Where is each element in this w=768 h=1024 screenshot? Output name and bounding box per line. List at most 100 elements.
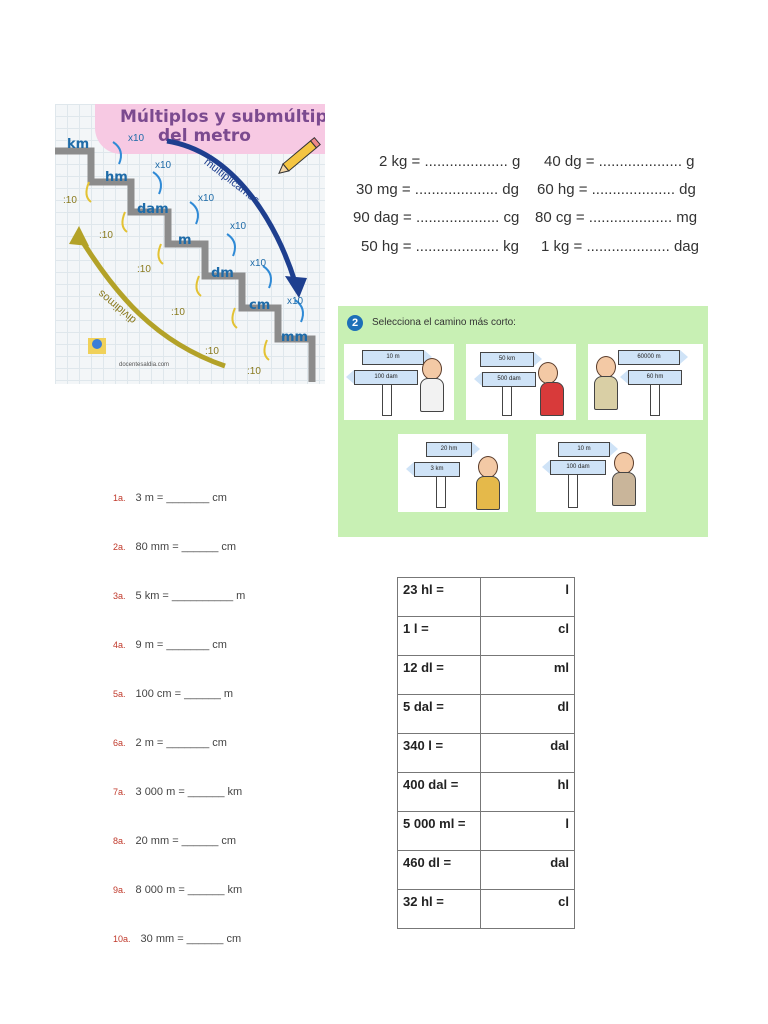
road-sign-card[interactable]: 10 m 100 dam	[344, 344, 454, 420]
unit-cm: cm	[249, 298, 271, 313]
sign-left: 60 hm	[620, 370, 682, 385]
sign-left: 100 dam	[542, 460, 606, 475]
pencil-icon	[278, 136, 321, 174]
character-body	[420, 378, 444, 412]
multiply-label: x10	[250, 258, 267, 269]
table-cell-right[interactable]: dl	[480, 694, 575, 734]
table-cell-right[interactable]: cl	[480, 889, 575, 929]
capacity-conversion-table: 23 hl =l 1 l =cl 12 dl =ml 5 dal =dl 340…	[397, 577, 575, 929]
sign-right: 60000 m	[618, 350, 688, 365]
multiply-label: x10	[230, 221, 247, 232]
exercise-number: 2	[347, 315, 363, 331]
multiply-label: x10	[287, 296, 304, 307]
mass-exercise: 2 kg = .................... g	[379, 153, 521, 170]
credit-text: docentesaldia.com	[119, 362, 170, 368]
table-cell-right[interactable]: dal	[480, 733, 575, 773]
table-cell-right[interactable]: l	[480, 811, 575, 851]
mass-exercise: 60 hg = .................... dg	[537, 181, 696, 198]
road-sign-card[interactable]: 20 hm 3 km	[398, 434, 508, 512]
sign-left: 100 dam	[346, 370, 418, 385]
unit-km: km	[67, 137, 90, 152]
length-exercise: 3a.5 km = __________ m	[113, 590, 246, 602]
road-sign-card[interactable]: 60000 m 60 hm	[588, 344, 703, 420]
length-exercise: 4a.9 m = _______ cm	[113, 639, 227, 651]
mass-exercise: 90 dag = .................... cg	[353, 209, 520, 226]
multiply-label: x10	[155, 160, 172, 171]
unit-dam: dam	[137, 202, 169, 217]
table-cell-left: 32 hl =	[397, 889, 481, 929]
length-exercise: 8a.20 mm = ______ cm	[113, 835, 237, 847]
divide-label: :10	[99, 230, 113, 241]
road-sign-card[interactable]: 50 km 500 dam	[466, 344, 576, 420]
table-cell-right[interactable]: l	[480, 577, 575, 617]
character-head	[478, 456, 498, 478]
unit-hm: hm	[105, 170, 128, 185]
divide-label: :10	[171, 307, 185, 318]
table-cell-left: 340 l =	[397, 733, 481, 773]
sign-right: 50 km	[480, 352, 542, 367]
length-exercise: 1a.3 m = _______ cm	[113, 492, 227, 504]
table-row: 400 dal =hl	[397, 772, 575, 812]
length-exercise: 9a.8 000 m = ______ km	[113, 884, 243, 896]
metric-stairs-infographic: Múltiplos y submúltiplos del metro	[55, 104, 325, 384]
character-body	[540, 382, 564, 416]
table-row: 1 l =cl	[397, 616, 575, 656]
table-cell-left: 23 hl =	[397, 577, 481, 617]
table-row: 5 000 ml =l	[397, 811, 575, 851]
sign-right: 10 m	[362, 350, 432, 365]
character-head	[422, 358, 442, 380]
table-row: 5 dal =dl	[397, 694, 575, 734]
sign-right: 10 m	[558, 442, 618, 457]
length-exercise: 7a.3 000 m = ______ km	[113, 786, 243, 798]
staircase-line	[55, 147, 316, 382]
unit-mm: mm	[281, 330, 309, 345]
length-exercise: 10a.30 mm = ______ cm	[113, 933, 242, 945]
character-head	[538, 362, 558, 384]
multiply-arrow	[166, 138, 298, 283]
length-exercise: 2a.80 mm = ______ cm	[113, 541, 237, 553]
infographic-title-line2: del metro	[158, 126, 251, 146]
table-cell-right[interactable]: cl	[480, 616, 575, 656]
character-body	[476, 476, 500, 510]
table-row: 32 hl =cl	[397, 889, 575, 929]
title-banner	[95, 104, 325, 154]
publisher-logo	[88, 338, 106, 354]
table-cell-right[interactable]: ml	[480, 655, 575, 695]
multiply-label: x10	[128, 133, 145, 144]
table-cell-right[interactable]: hl	[480, 772, 575, 812]
mass-exercise: 80 cg = .................... mg	[535, 209, 698, 226]
divide-label: :10	[137, 264, 151, 275]
table-row: 23 hl =l	[397, 577, 575, 617]
mass-exercise: 40 dg = .................... g	[544, 153, 695, 170]
divide-arrow-head	[69, 226, 89, 246]
unit-dm: dm	[211, 266, 234, 281]
sign-left: 500 dam	[474, 372, 536, 387]
table-row: 12 dl =ml	[397, 655, 575, 695]
infographic-title-line1: Múltiplos y submúltiplos	[120, 107, 325, 127]
character-head	[596, 356, 616, 378]
table-cell-left: 460 dl =	[397, 850, 481, 890]
character-body	[612, 472, 636, 506]
multiply-arrow-head	[285, 276, 307, 298]
mass-exercise: 30 mg = .................... dg	[356, 181, 519, 198]
divide-arrow	[76, 234, 226, 369]
length-exercise: 6a.2 m = _______ cm	[113, 737, 227, 749]
table-cell-left: 5 000 ml =	[397, 811, 481, 851]
shortest-path-exercise: 2 Selecciona el camino más corto: 10 m 1…	[338, 306, 708, 537]
multiply-label: x10	[198, 193, 215, 204]
table-cell-right[interactable]: dal	[480, 850, 575, 890]
mass-exercise: 1 kg = .................... dag	[541, 238, 699, 255]
table-cell-left: 5 dal =	[397, 694, 481, 734]
table-row: 340 l =dal	[397, 733, 575, 773]
sign-right: 20 hm	[426, 442, 480, 457]
road-sign-card[interactable]: 10 m 100 dam	[536, 434, 646, 512]
mass-exercise: 50 hg = .................... kg	[361, 238, 519, 255]
stairs-graphic	[55, 136, 321, 382]
table-row: 460 dl =dal	[397, 850, 575, 890]
character-body	[594, 376, 618, 410]
divide-label: :10	[247, 366, 261, 377]
exercise-instruction: Selecciona el camino más corto:	[372, 317, 516, 328]
table-cell-left: 1 l =	[397, 616, 481, 656]
table-cell-left: 12 dl =	[397, 655, 481, 695]
unit-m: m	[178, 233, 192, 248]
